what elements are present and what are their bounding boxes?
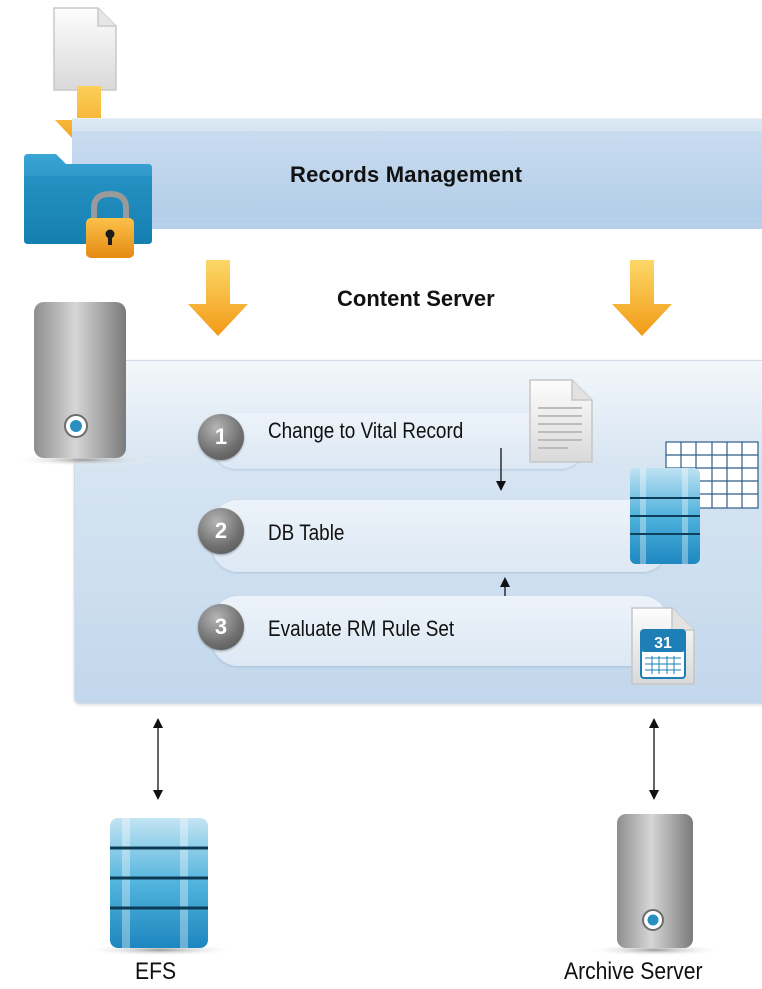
arrow-down-icon <box>186 260 250 338</box>
step-2-label: DB Table <box>268 520 345 545</box>
arrow-down-icon <box>610 260 674 338</box>
archive-server-icon <box>585 812 725 962</box>
database-table-icon <box>628 440 762 570</box>
arrow-down-icon <box>495 448 507 492</box>
bidirectional-arrow-icon <box>151 718 165 800</box>
step-3-label: Evaluate RM Rule Set <box>268 616 455 641</box>
bidirectional-arrow-icon <box>647 718 661 800</box>
step-2-badge: 2 <box>198 508 244 554</box>
step-2-row <box>212 500 668 572</box>
records-management-label: Records Management <box>290 162 523 187</box>
content-server-label: Content Server <box>337 286 495 311</box>
calendar-day: 31 <box>654 635 672 652</box>
document-icon <box>528 378 594 464</box>
calendar-document-icon: 31 <box>630 606 696 686</box>
step-3-row <box>212 596 668 666</box>
step-1-badge: 1 <box>198 414 244 460</box>
archive-server-label: Archive Server <box>564 958 703 985</box>
step-1-row <box>212 413 584 469</box>
step-3-badge: 3 <box>198 604 244 650</box>
records-management-band <box>72 118 762 229</box>
efs-label: EFS <box>135 958 177 985</box>
document-icon <box>52 6 118 92</box>
efs-database-icon <box>82 812 238 962</box>
locked-folder-icon <box>22 150 156 260</box>
server-icon <box>14 300 164 470</box>
step-1-label: Change to Vital Record <box>268 418 464 443</box>
